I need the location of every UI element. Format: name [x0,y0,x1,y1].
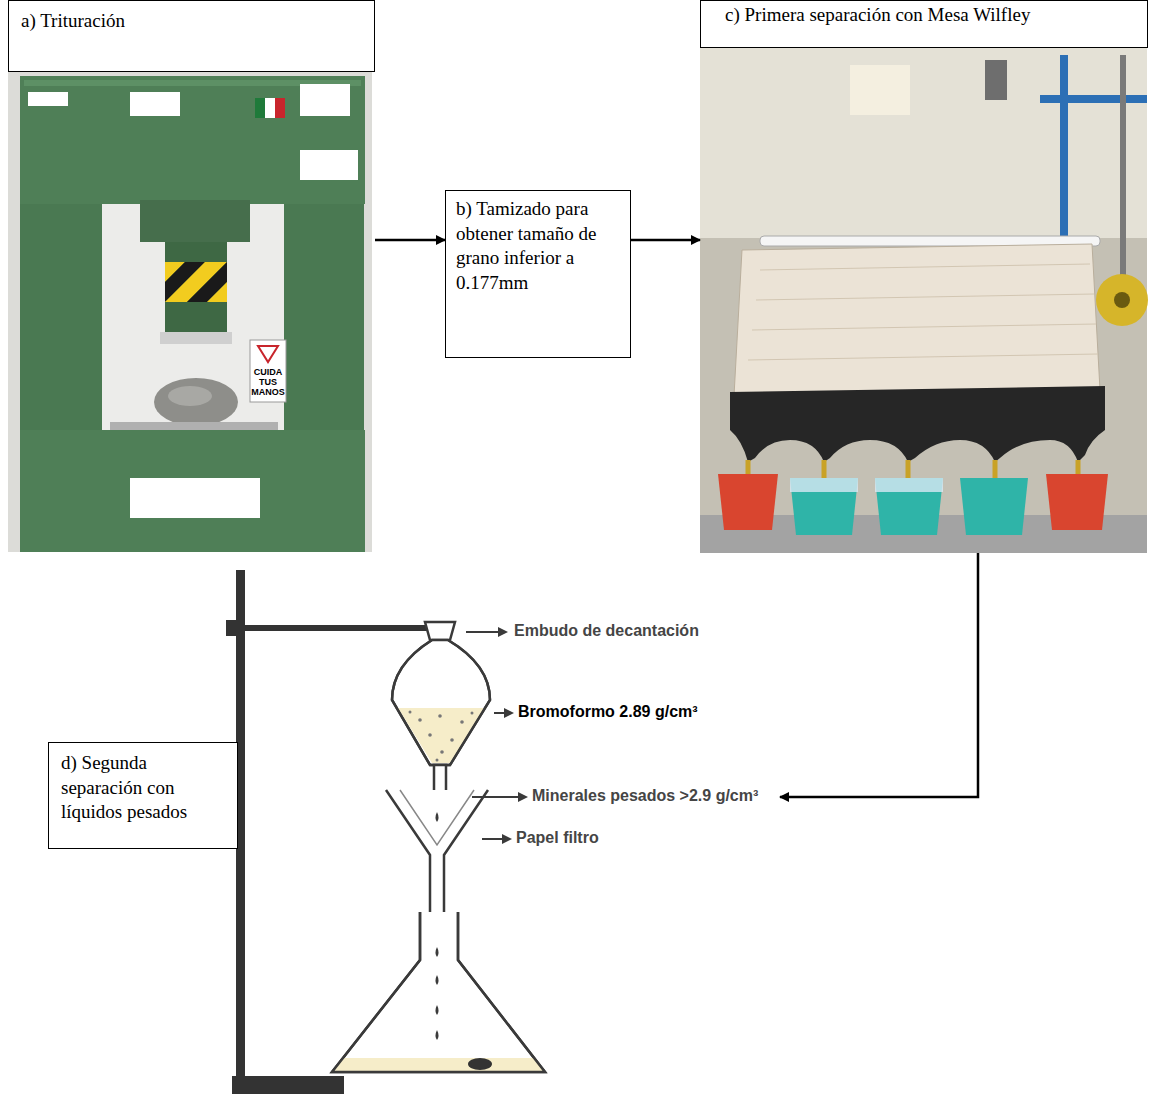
leader-arrows [466,627,528,844]
step-label: a) Trituración [21,9,362,34]
step-heading-box: a) Trituración [8,0,375,72]
apparatus-label: Bromoformo 2.89 g/cm³ [516,703,700,721]
step-panel: c) Primera separación con Mesa Wilfley [700,0,1148,553]
separation-apparatus [226,570,545,1094]
step-heading-box: d) Segunda separación con líquidos pesad… [48,742,238,849]
apparatus-label: Papel filtro [514,829,601,847]
step-heading-box: c) Primera separación con Mesa Wilfley [700,0,1148,48]
flow-arrow [780,553,978,797]
press-photo [8,72,372,552]
step-panel: a) Trituración [8,0,375,552]
warning-sticker-text: CUIDA TUS MANOS [251,366,285,400]
step-panel: d) Segunda separación con líquidos pesad… [40,560,780,1095]
apparatus-label: Embudo de decantación [512,622,701,640]
apparatus-label: Minerales pesados >2.9 g/cm³ [530,787,760,805]
flow-arrow [631,239,700,242]
process-box: b) Tamizado para obtener tamaño de grano… [445,190,631,358]
wilfley-table-photo [700,48,1148,553]
flow-arrow [375,239,445,242]
step-label: b) Tamizado para obtener tamaño de grano… [456,197,620,296]
step-label: d) Segunda separación con líquidos pesad… [61,751,225,825]
step-label: c) Primera separación con Mesa Wilfley [725,3,1047,28]
